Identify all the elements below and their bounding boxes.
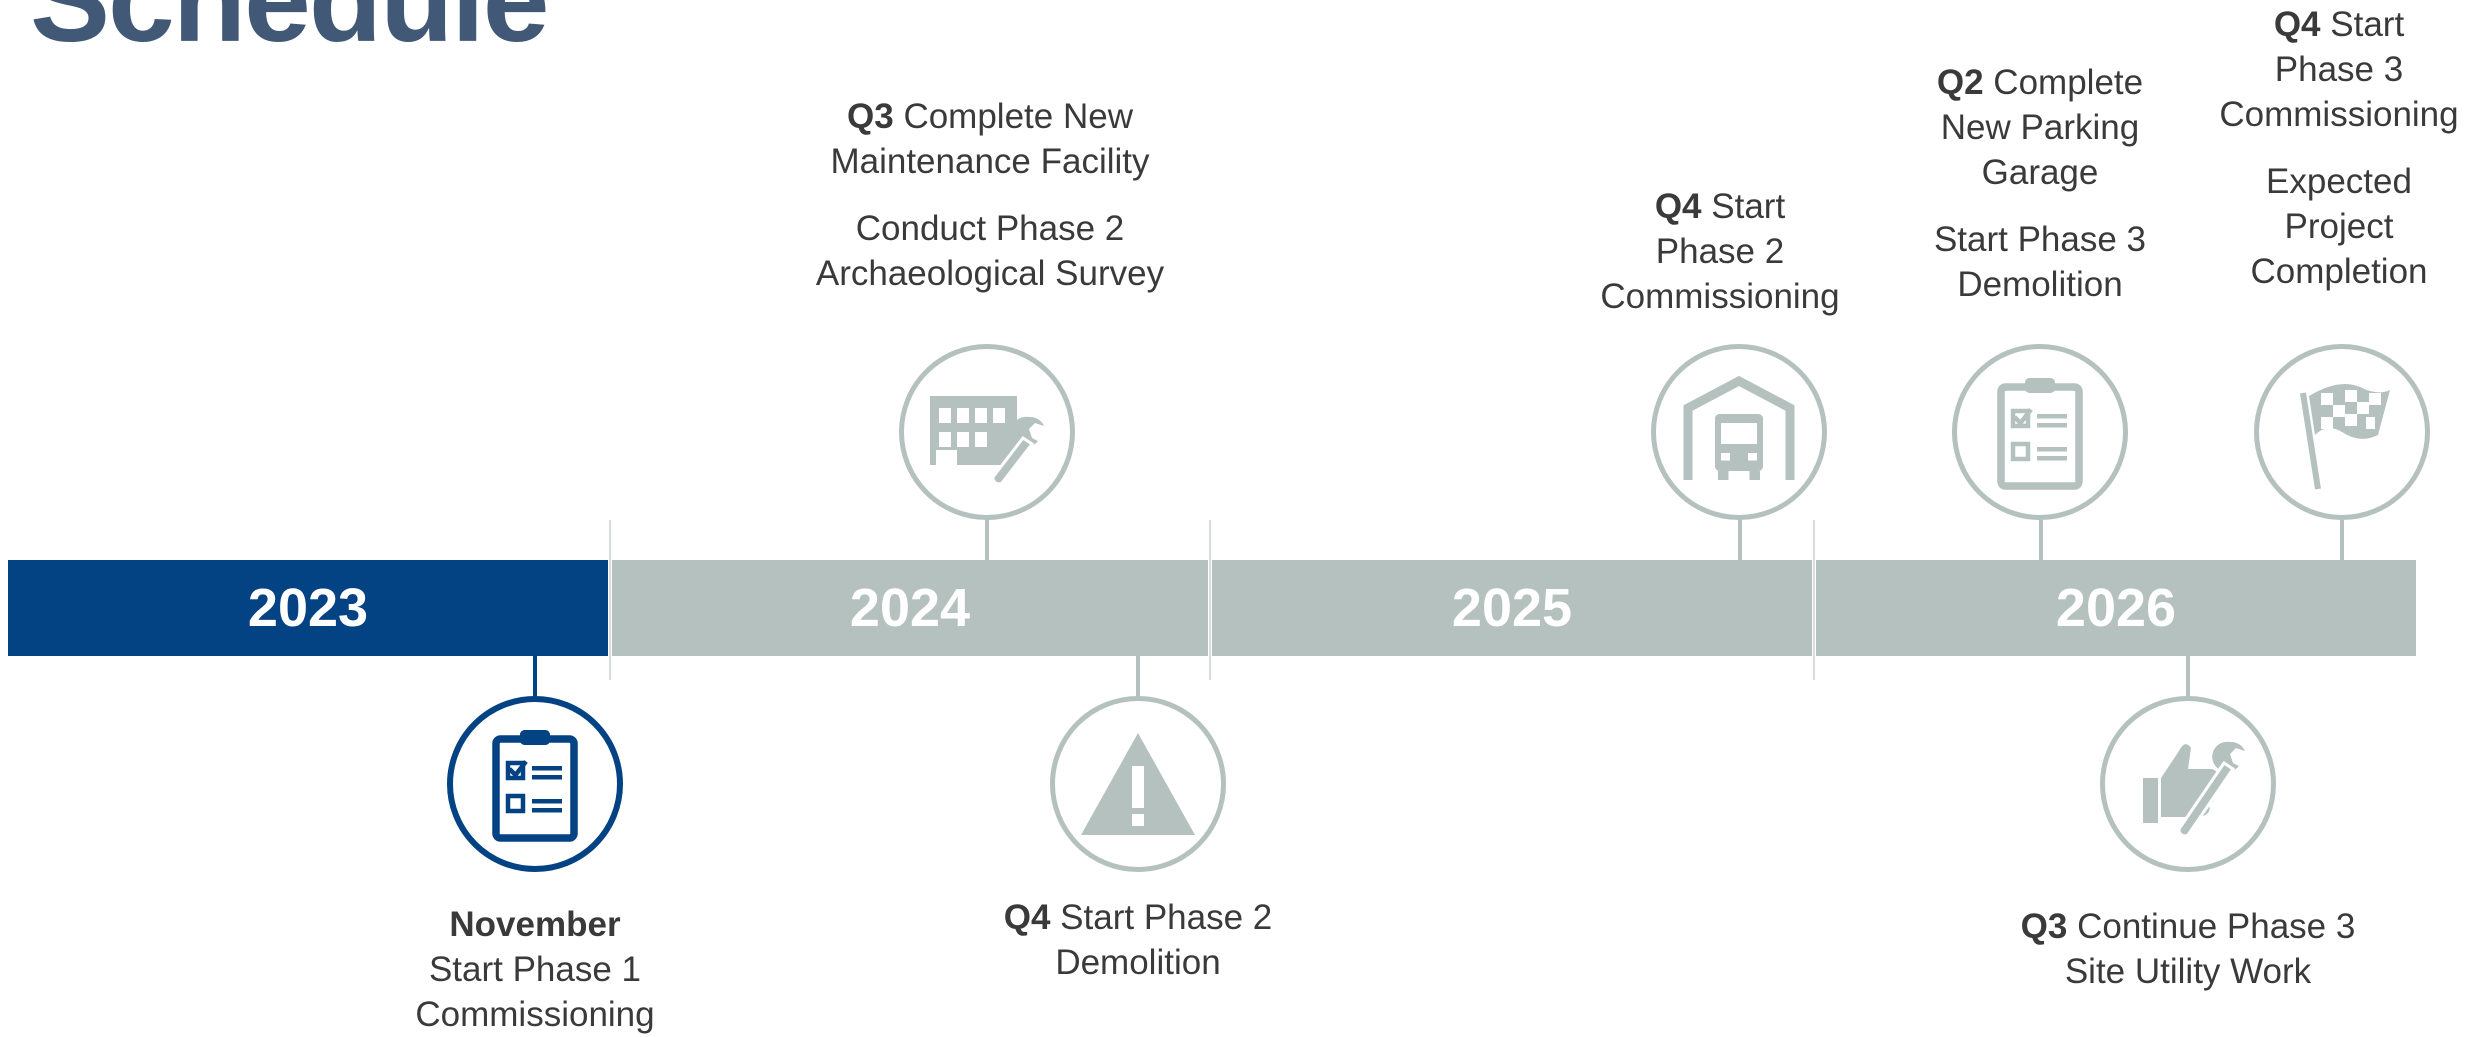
year-bar-2023: 2023 (8, 560, 608, 656)
label-line: Commissioning (2219, 95, 2459, 134)
label-line: Demolition (1055, 943, 1221, 982)
label-line: Q4 Start (1654, 187, 1786, 226)
milestone-connector (1738, 520, 1742, 560)
label-line: Start Phase 1 (428, 950, 642, 989)
warning-icon (1050, 696, 1226, 872)
milestone-connector (1136, 656, 1140, 696)
maintenance-facility-icon (899, 344, 1075, 520)
label-line: Archaeological Survey (815, 254, 1165, 293)
year-label: 2025 (1451, 578, 1573, 638)
label-line: Q2 Complete (1936, 63, 2144, 102)
label-line: November (449, 905, 621, 944)
milestone-label: Q3 Continue Phase 3 Site Utility Work (1968, 904, 2408, 994)
label-line: Demolition (1957, 265, 2123, 304)
clipboard-checklist-icon (447, 696, 623, 872)
label-line: Conduct Phase 2 (855, 209, 1125, 248)
year-label: 2023 (247, 578, 369, 638)
label-line: Q4 Start Phase 2 (1003, 898, 1273, 937)
checkered-flag-icon (2254, 344, 2430, 520)
label-line: Garage (1981, 153, 2099, 192)
label-line: Phase 3 (2274, 50, 2404, 89)
page-title: Schedule (30, 0, 549, 67)
milestone-label: Q4 Start Phase 3 Commissioning Expected … (2204, 2, 2474, 294)
milestone-label: Q3 Complete New Maintenance Facility Con… (790, 94, 1190, 296)
milestone-connector (2186, 656, 2190, 696)
label-line: Commissioning (1600, 277, 1840, 316)
year-bar-2026: 2026 (1816, 560, 2416, 656)
label-line: Site Utility Work (2064, 952, 2312, 991)
year-divider (1813, 520, 1815, 680)
year-label: 2024 (849, 578, 971, 638)
milestone-connector (533, 656, 537, 696)
milestone-label: November Start Phase 1 Commissioning (385, 902, 685, 1037)
label-line: Expected (2266, 162, 2412, 201)
label-line: Q3 Complete New (847, 97, 1133, 136)
year-divider (1209, 520, 1211, 680)
clipboard-checklist-icon (1952, 344, 2128, 520)
milestone-label: Q4 Start Phase 2 Demolition (938, 895, 1338, 985)
label-line: Phase 2 (1655, 232, 1785, 271)
bus-garage-icon (1651, 344, 1827, 520)
milestone-connector (985, 520, 989, 560)
milestone-connector (2039, 520, 2043, 560)
label-line: Q3 Continue Phase 3 (2020, 907, 2356, 946)
thumbs-up-wrench-icon (2100, 696, 2276, 872)
label-line: Start Phase 3 (1933, 220, 2147, 259)
label-line: Q4 Start (2273, 5, 2405, 44)
year-bar-2025: 2025 (1212, 560, 1812, 656)
milestone-connector (2340, 520, 2344, 560)
milestone-label: Q4 Start Phase 2 Commissioning (1570, 184, 1870, 319)
label-line: Project (2284, 207, 2394, 246)
label-line: Completion (2250, 252, 2428, 291)
label-line: Commissioning (415, 995, 655, 1034)
year-bar-2024: 2024 (612, 560, 1208, 656)
label-line: New Parking (1940, 108, 2140, 147)
year-divider (609, 520, 611, 680)
milestone-label: Q2 Complete New Parking Garage Start Pha… (1890, 60, 2190, 307)
label-line: Maintenance Facility (830, 142, 1150, 181)
year-label: 2026 (2055, 578, 2177, 638)
